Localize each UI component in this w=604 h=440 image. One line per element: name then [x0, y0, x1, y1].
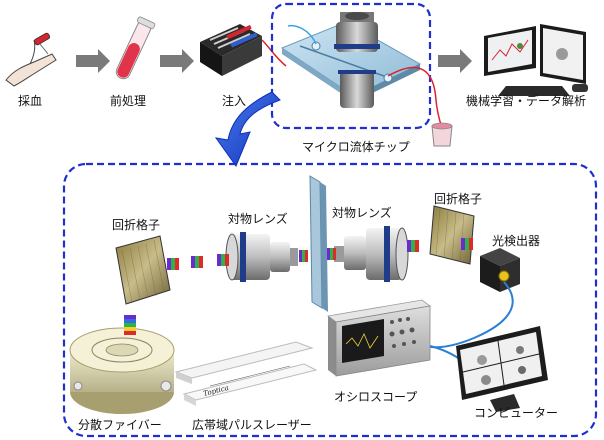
test-tube-icon [115, 16, 156, 80]
beam-marker-icon [461, 238, 473, 250]
flow-arrow-icon [160, 49, 194, 73]
label-oscilloscope: オシロスコープ [334, 390, 418, 404]
beam-marker-icon [167, 258, 179, 270]
label-grating-right: 回折格子 [434, 192, 483, 206]
waste-cup-icon [431, 122, 453, 147]
beam-marker-icon [124, 315, 136, 335]
label-objective-left: 対物レンズ [228, 212, 288, 226]
label-objective-right: 対物レンズ [332, 206, 392, 220]
label-broadband-laser: 広帯域パルスレーザー [192, 418, 312, 432]
objective-lens-left-icon [225, 232, 298, 282]
label-grating-left: 回折格子 [112, 218, 161, 232]
computer-monitor-icon [456, 326, 548, 412]
diffraction-grating-right-icon [429, 205, 475, 265]
label-pretreatment: 前処理 [110, 94, 147, 108]
diffraction-grating-left-icon [115, 235, 171, 305]
beam-marker-icon [327, 248, 336, 260]
curved-blue-arrow-icon [214, 91, 281, 168]
photodetector-icon [480, 248, 520, 292]
label-ml-analysis: 機械学習・データ解析 [466, 94, 587, 108]
label-blood-draw: 採血 [18, 94, 43, 108]
beam-markers [124, 238, 473, 335]
microfluidic-chip-icon [280, 12, 422, 108]
beam-marker-icon [191, 256, 203, 268]
microfluidic-chip-frame [270, 2, 432, 130]
laser-brand-label: Toptica [203, 384, 230, 398]
oscilloscope-icon [327, 299, 431, 377]
label-injection: 注入 [222, 94, 247, 108]
waste-tubing [387, 66, 443, 129]
broadband-laser-icon [174, 341, 318, 406]
beam-marker-icon [299, 250, 308, 262]
beam-marker-icon [407, 240, 419, 252]
arm-blood-draw-icon [5, 32, 57, 87]
beam-marker-icon [217, 254, 229, 266]
label-microfluidic-chip: マイクロ流体チップ [302, 140, 410, 154]
workstation-icon [484, 24, 588, 96]
label-photodetector: 光検出器 [492, 234, 541, 248]
optical-system-frame [62, 162, 598, 438]
microfluidic-chip-side-icon [309, 175, 328, 312]
label-dispersion-fiber: 分散ファイバー [78, 418, 162, 432]
dispersion-fiber-icon [69, 327, 175, 414]
syringe-pump-icon [200, 24, 287, 76]
label-computer: コンピューター [474, 406, 559, 420]
flow-arrow-icon [76, 49, 110, 73]
flow-arrow-icon [438, 49, 472, 73]
objective-lens-right-icon [334, 226, 409, 282]
